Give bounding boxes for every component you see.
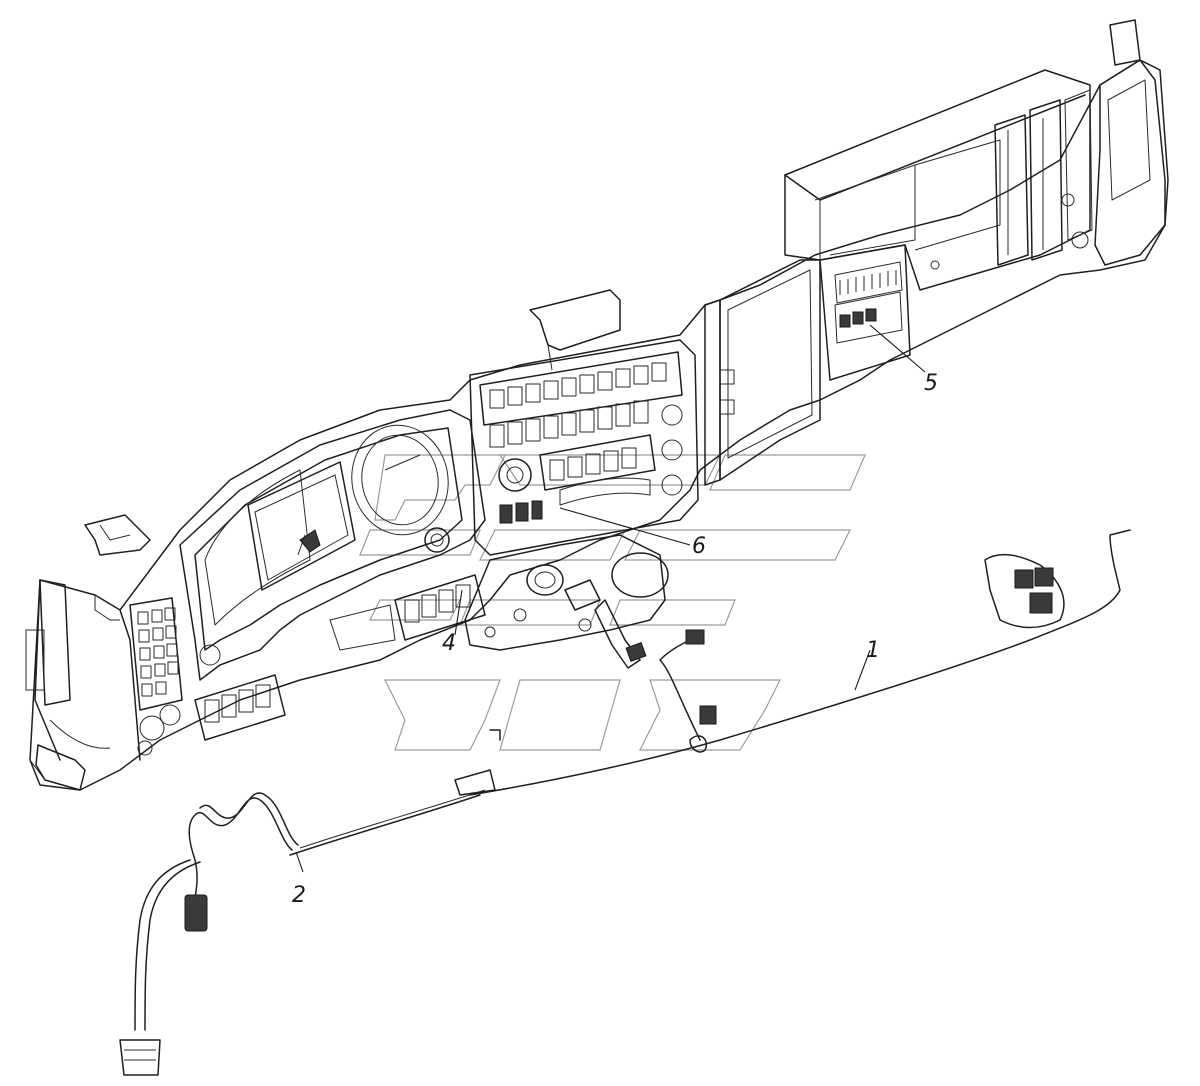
small-bracket (84, 514, 151, 556)
callout-2: 2 (292, 851, 306, 908)
electronics-housing (784, 69, 1093, 291)
callout-5: 5 (869, 324, 938, 396)
steering-column (464, 534, 669, 669)
callout-label-4: 4 (442, 631, 456, 656)
callout-6: 6 (559, 507, 706, 559)
center-console (469, 289, 699, 556)
callout-label-2: 2 (292, 883, 306, 908)
callout-label-5: 5 (924, 371, 938, 396)
callout-label-1: 1 (866, 638, 880, 663)
wiring-harness-2 (119, 792, 299, 1076)
lower-center-switch-strip (329, 574, 486, 651)
fuse-relay-block (819, 244, 911, 381)
callout-1: 1 (854, 638, 880, 691)
instrument-cluster (179, 409, 486, 681)
lower-left-switch-strip (194, 674, 286, 741)
right-side-panel (704, 259, 821, 486)
left-switch-panel (129, 597, 183, 756)
wiring-harness-1 (289, 529, 1131, 856)
harness-clip (454, 729, 501, 796)
callout-4: 4 (442, 589, 463, 656)
right-end-cap (1094, 19, 1169, 266)
callout-label-6: 6 (692, 534, 706, 559)
left-end-cap (25, 579, 111, 791)
watermark-logo (359, 454, 866, 751)
